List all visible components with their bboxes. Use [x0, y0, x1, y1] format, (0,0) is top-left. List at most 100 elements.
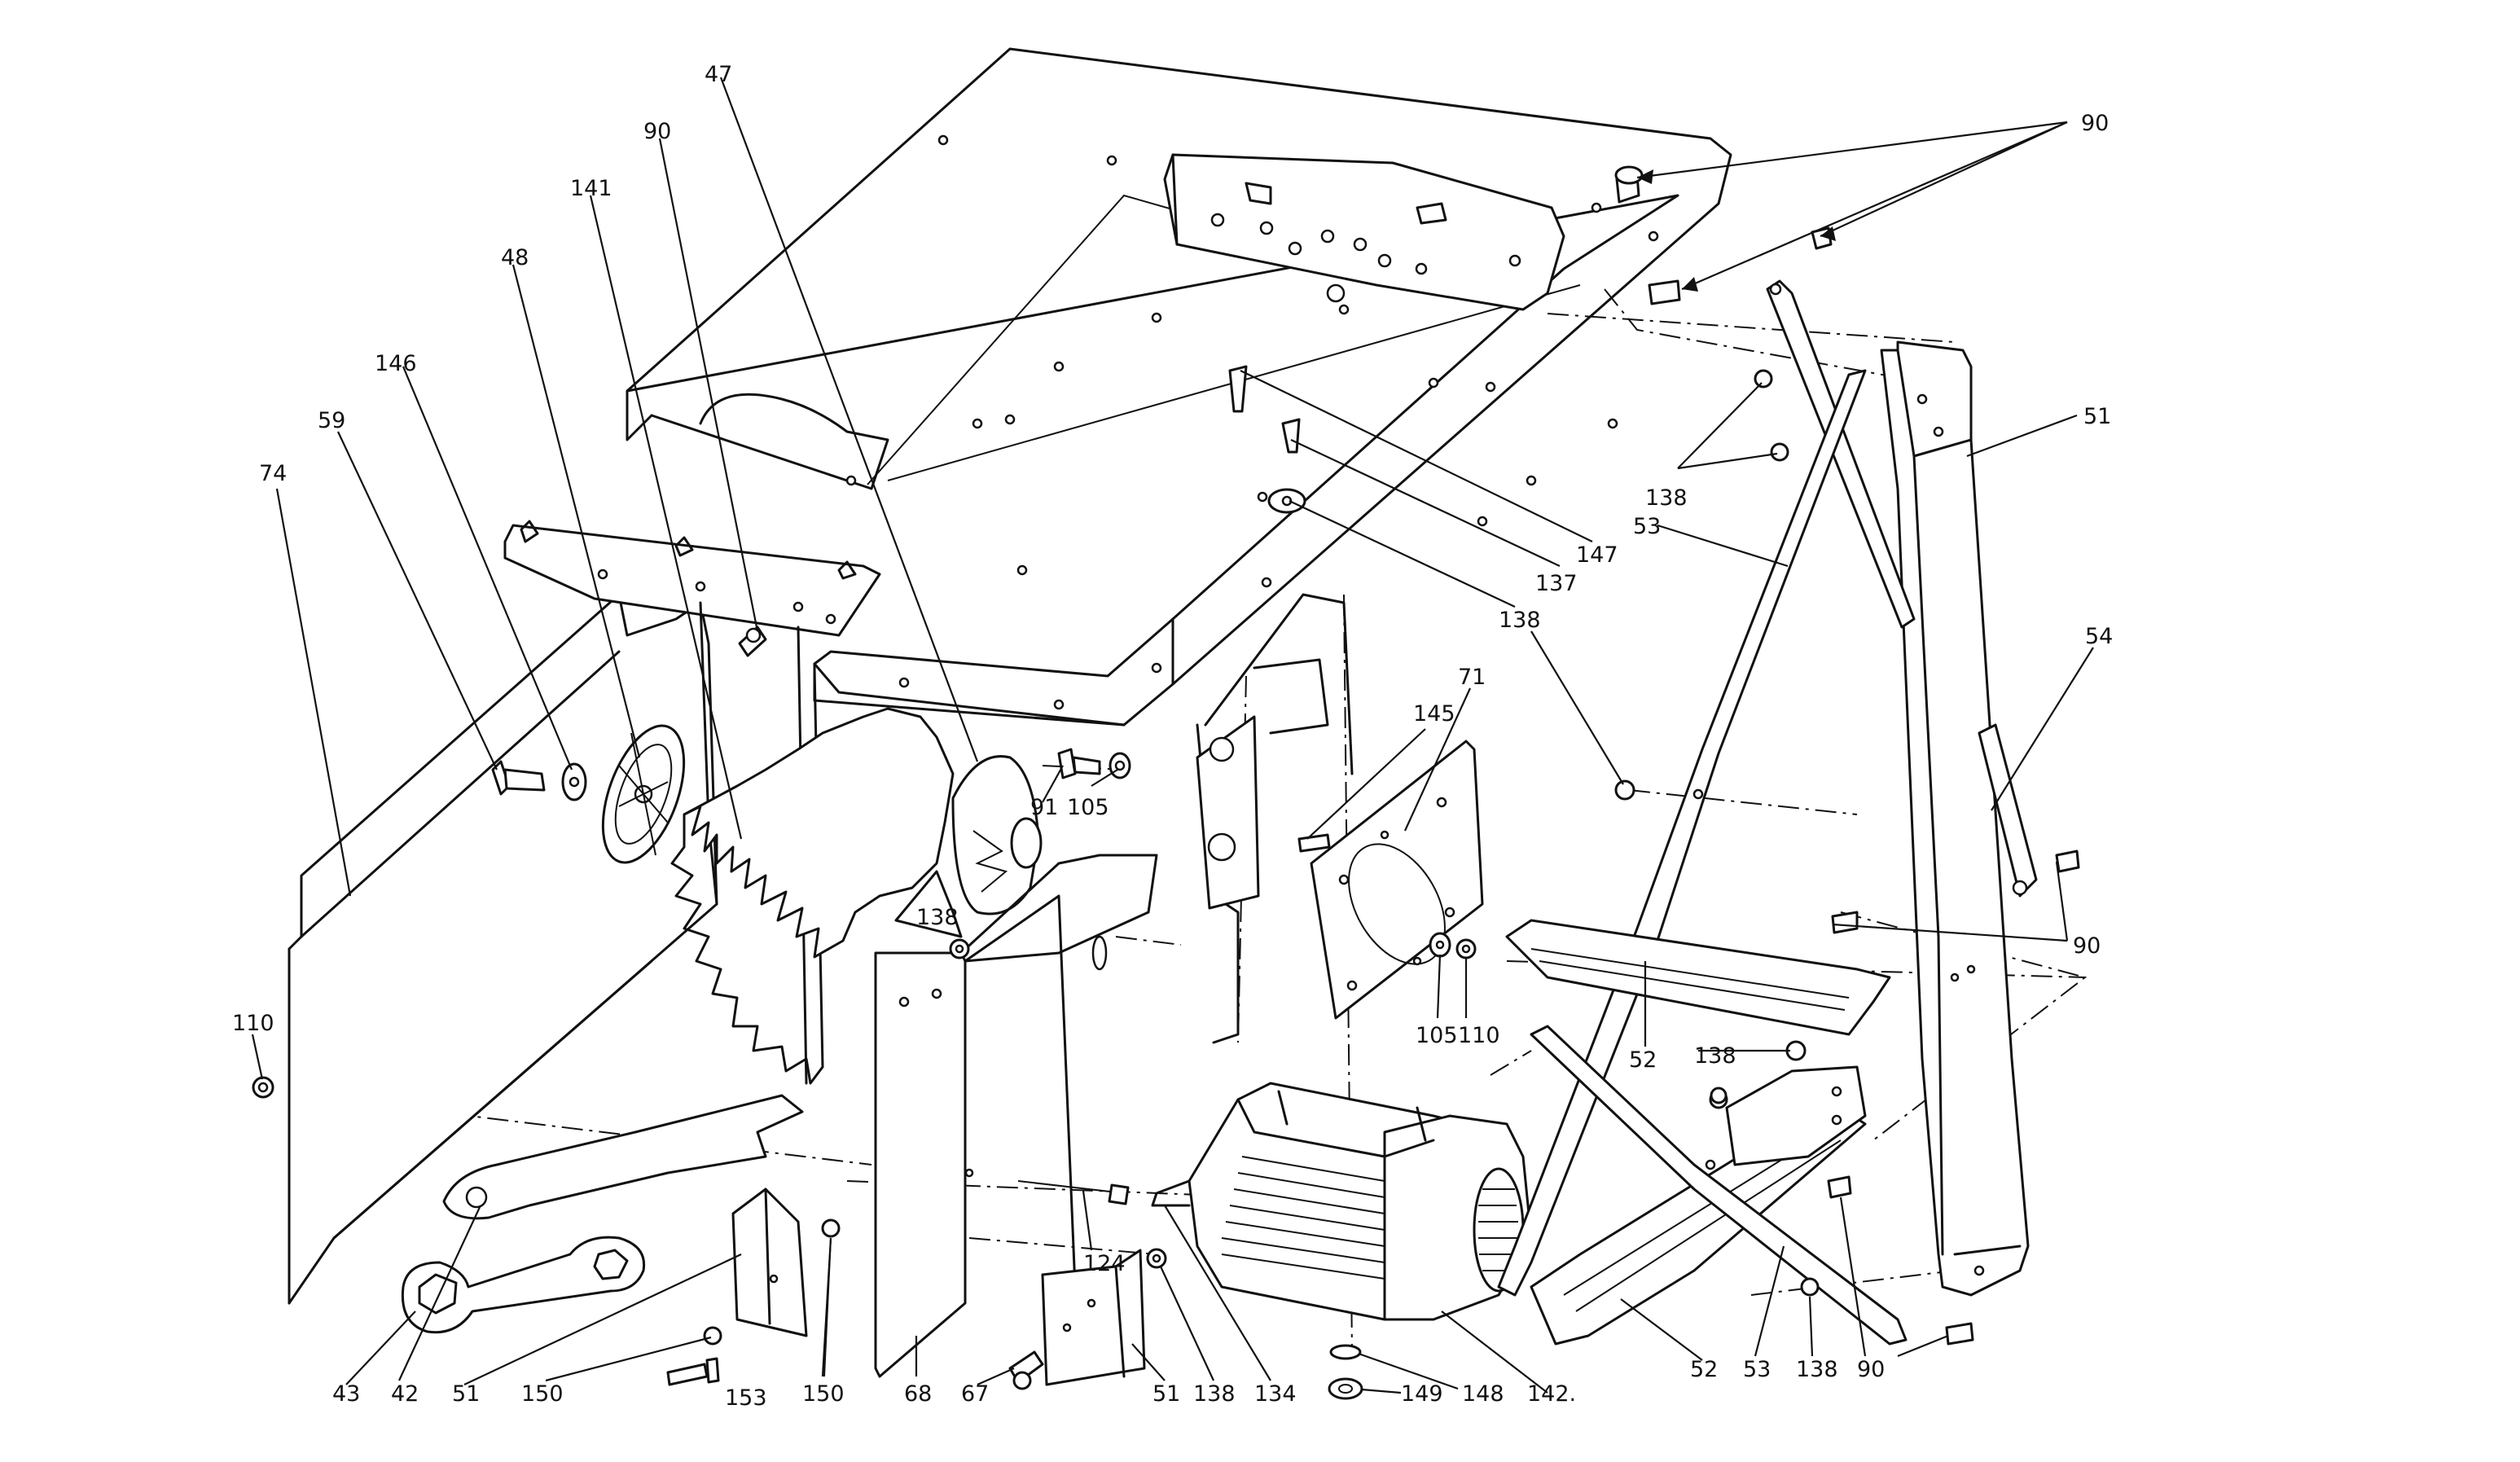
- screw-90-left: [738, 626, 767, 657]
- saw-blade: [670, 707, 963, 1085]
- callout-150-a: 150: [521, 1381, 564, 1407]
- callout-142: 142.: [1527, 1381, 1576, 1407]
- callout-138-bottom: 138: [1193, 1381, 1236, 1407]
- flange-47: [951, 755, 1043, 915]
- nut-149: [1328, 1377, 1363, 1400]
- callout-90-lower: 90: [1857, 1357, 1885, 1382]
- bracket-51-bottom: [1041, 1249, 1146, 1386]
- callout-105-upper: 105: [1067, 795, 1109, 820]
- guard-bracket: [503, 520, 881, 637]
- bracket-51-left: [731, 1188, 808, 1337]
- brace-53-long: [1497, 279, 1916, 1297]
- screw-153: [666, 1357, 720, 1386]
- callout-68: 68: [904, 1381, 932, 1407]
- callout-53-right: 53: [1633, 514, 1661, 539]
- callout-90-right: 90: [2073, 933, 2101, 959]
- screw-145: [1297, 833, 1331, 853]
- callout-53-lower: 53: [1743, 1357, 1771, 1382]
- callout-90-top: 90: [2081, 111, 2109, 136]
- callout-146: 146: [375, 351, 417, 376]
- callout-54: 54: [2085, 624, 2113, 649]
- rail-52-lower: [1530, 1106, 1867, 1346]
- nut-138-top-b: [1770, 442, 1789, 462]
- top-bracket: [1163, 153, 1565, 311]
- callout-51-right: 51: [2083, 404, 2111, 429]
- callout-90-left: 90: [643, 119, 671, 144]
- callout-52-lower: 52: [1690, 1357, 1718, 1382]
- nut-138-mid: [1614, 779, 1635, 801]
- brace-54: [1978, 723, 2038, 898]
- callout-134: 134: [1254, 1381, 1297, 1407]
- callout-150-b: 150: [802, 1381, 845, 1407]
- leader-lines: [251, 77, 2094, 1394]
- callout-124: 124: [1083, 1251, 1126, 1276]
- support-block: [1725, 1065, 1867, 1166]
- screw-90-lower-b: [1945, 1322, 1974, 1346]
- callout-42: 42: [391, 1381, 419, 1407]
- callout-138-top: 138: [1645, 485, 1688, 511]
- screw-147: [1228, 365, 1248, 413]
- callout-47: 47: [705, 62, 732, 87]
- callout-52-upper: 52: [1629, 1047, 1657, 1073]
- nut-138-top-a: [1754, 369, 1773, 389]
- motor-142: [1151, 1082, 1533, 1321]
- bolt-124: [1017, 1180, 1130, 1205]
- brace-53-lower: [1530, 1025, 1908, 1346]
- callout-153: 153: [725, 1385, 767, 1411]
- callout-71: 71: [1458, 665, 1486, 690]
- rail-52-upper: [1505, 919, 1891, 1036]
- callout-91: 91: [1030, 795, 1058, 820]
- nut-138-bottom: [1146, 1248, 1167, 1269]
- leg-51-right: [1880, 340, 2030, 1297]
- nut-150-a: [703, 1326, 722, 1346]
- screw-91: [1057, 748, 1101, 779]
- screw-90-top-a: [1614, 165, 1644, 204]
- callout-74: 74: [259, 461, 287, 486]
- nut-138-right-rail: [1710, 1087, 1728, 1104]
- screw-90-top-c: [1648, 279, 1681, 305]
- callout-51-bottom: 51: [452, 1381, 480, 1407]
- callout-51-bracket: 51: [1152, 1381, 1180, 1407]
- motor-support-panel: [1196, 593, 1354, 1044]
- washer-105-lower: [1429, 932, 1451, 958]
- callout-138-lower: 138: [1796, 1357, 1838, 1382]
- callout-138-mid: 138: [1499, 608, 1541, 633]
- callout-labels: 90 51 53 138 147 137 138 54 90 47 90 141…: [232, 62, 2113, 1411]
- callout-43: 43: [332, 1381, 360, 1407]
- nut-138-blade: [949, 938, 970, 959]
- nut-138-lower: [1800, 1277, 1820, 1297]
- callout-141: 141: [570, 176, 612, 201]
- callout-59: 59: [318, 408, 345, 433]
- side-panel-74: [288, 593, 718, 1305]
- callout-67: 67: [961, 1381, 989, 1407]
- screw-90-right: [2055, 850, 2080, 873]
- callout-110-lower: 110: [1458, 1023, 1500, 1048]
- washer-105-upper: [1109, 752, 1131, 779]
- callout-48: 48: [501, 245, 529, 270]
- screw-90-rail: [1831, 911, 1859, 934]
- flange-48: [601, 724, 686, 864]
- callout-148: 148: [1462, 1381, 1504, 1407]
- callout-147: 147: [1576, 542, 1618, 568]
- motor-plate-71: [1310, 740, 1484, 1020]
- arrow-heads: [1637, 169, 1836, 292]
- callout-105-lower: 105: [1416, 1023, 1458, 1048]
- screw-90-lower-a: [1827, 1175, 1852, 1199]
- screw-137: [1281, 418, 1301, 454]
- nut-110-lower: [1455, 938, 1477, 959]
- callout-137: 137: [1535, 571, 1578, 596]
- wrench-43: [401, 1236, 646, 1334]
- screw-67: [1008, 1350, 1044, 1390]
- callout-138-blade: 138: [916, 905, 959, 930]
- front-panel-68: [874, 854, 1158, 1378]
- callout-149: 149: [1401, 1381, 1443, 1407]
- washer-146: [561, 762, 587, 801]
- washer-138-top: [1267, 488, 1306, 514]
- callout-145: 145: [1413, 701, 1455, 727]
- callout-138-rail: 138: [1694, 1043, 1736, 1069]
- nut-110-left: [252, 1076, 274, 1099]
- washer-148: [1329, 1344, 1362, 1360]
- push-stick-42: [442, 1094, 804, 1220]
- callout-110-left: 110: [232, 1011, 274, 1036]
